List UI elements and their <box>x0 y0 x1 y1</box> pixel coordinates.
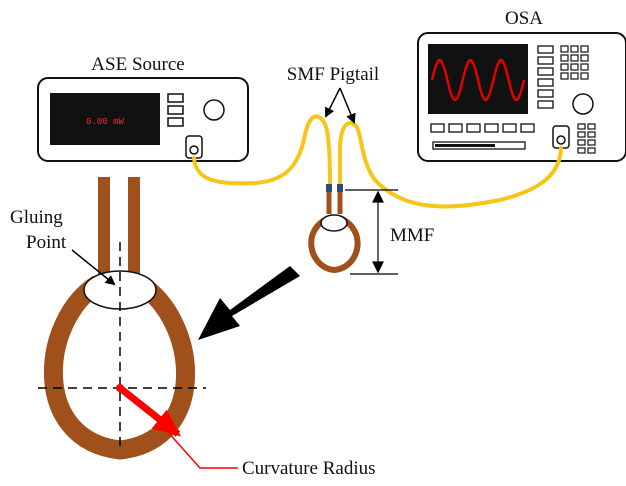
osa-keypad-key <box>580 63 589 71</box>
curvature-radius-arrow <box>117 385 182 437</box>
mmf-length-dimension <box>345 189 398 275</box>
osa-keypad-key <box>570 45 579 53</box>
smf-connector-left <box>326 184 332 192</box>
osa-label: OSA <box>505 8 543 29</box>
osa-keypad-key <box>577 131 586 138</box>
osa-keypad-key <box>560 45 569 53</box>
osa-instrument <box>417 32 626 162</box>
osa-keypad-key <box>587 147 596 154</box>
ase-display-readout: 0.00 mW <box>86 117 124 127</box>
osa-keypad-key <box>570 72 579 80</box>
osa-keypad-key <box>587 123 596 130</box>
ase-knob-icon <box>203 99 225 121</box>
osa-keypad-key <box>580 45 589 53</box>
osa-knob-icon <box>572 93 594 115</box>
smf-pointer-right <box>339 87 356 124</box>
curvature-radius-leader <box>149 411 238 469</box>
smf-connector-right <box>337 184 343 192</box>
osa-keypad-key <box>580 54 589 62</box>
zoom-arrow-icon <box>198 266 300 340</box>
osa-keypad-key <box>570 63 579 71</box>
osa-trace <box>430 58 526 102</box>
mmf-label: MMF <box>390 225 434 246</box>
mmf-loop <box>308 192 361 274</box>
ase-source-label: ASE Source <box>91 54 184 75</box>
osa-keypad-key <box>577 147 586 154</box>
osa-keypad-key <box>577 123 586 130</box>
osa-keypad-key <box>560 72 569 80</box>
gluing-point-pointer <box>71 249 116 286</box>
osa-keypad-key <box>577 139 586 146</box>
gluing-point-label-line1: Gluing <box>10 207 63 228</box>
osa-keypad-key <box>587 139 596 146</box>
osa-keypad-key <box>560 63 569 71</box>
osa-keypad-key <box>587 131 596 138</box>
osa-keypad-key <box>560 54 569 62</box>
ase-source-instrument: 0.00 mW <box>37 77 249 162</box>
osa-keypad-key <box>570 54 579 62</box>
enlarged-mmf-loop <box>38 177 238 469</box>
smf-pigtail-fibers <box>192 114 563 209</box>
ase-display <box>50 93 160 145</box>
mmf-gluing-point-small <box>320 214 348 232</box>
osa-keypad-key <box>580 72 589 80</box>
smf-pointer-left <box>325 87 341 118</box>
gluing-point-label-line2: Point <box>26 232 67 253</box>
curvature-radius-label: Curvature Radius <box>242 458 376 479</box>
smf-pigtail-label: SMF Pigtail <box>287 64 379 85</box>
